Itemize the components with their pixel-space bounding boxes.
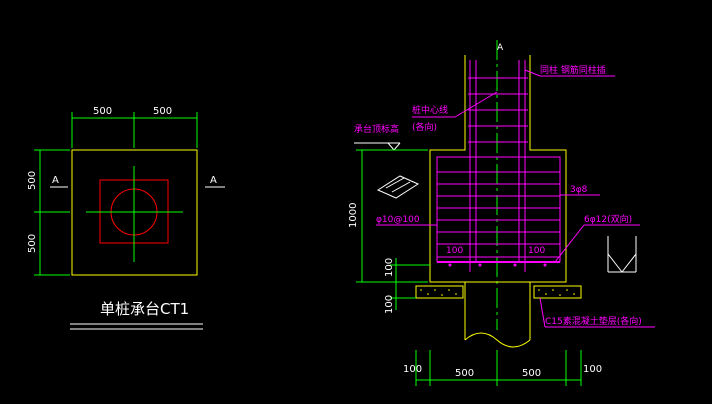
label-bottom-bars: 6φ12(双向) xyxy=(584,213,632,225)
dim-height: 1000 xyxy=(348,203,359,228)
label-cap-top-elev: 承台顶标高 xyxy=(354,123,399,135)
dim-bottom-100-right: 100 xyxy=(583,364,602,375)
plan-dim-top-left: 500 xyxy=(93,106,112,117)
dim-bottom-500-right: 500 xyxy=(522,368,541,379)
label-pile-center: 桩中心线 xyxy=(412,104,448,116)
cushion-hatch xyxy=(415,285,582,299)
dim-bottom-500-left: 500 xyxy=(455,368,474,379)
pile-cap-outline xyxy=(71,149,198,276)
label-stirrup: φ10@100 xyxy=(376,215,420,225)
plan-dim-top-right: 500 xyxy=(153,106,172,117)
section-view: A xyxy=(348,40,655,386)
rebar-detail-symbol xyxy=(607,236,637,273)
plan-dim-side-bottom: 500 xyxy=(27,234,38,253)
column-stirrups xyxy=(468,77,528,143)
dim-embed: 100 xyxy=(384,258,395,277)
cap-cage xyxy=(436,156,561,258)
section-mark-left: A xyxy=(52,175,59,186)
stirrup-symbol xyxy=(376,175,420,199)
plan-title: 单桩承台CT1 xyxy=(100,300,189,318)
section-mark-right: A xyxy=(210,175,217,186)
section-top-marker: A xyxy=(497,43,504,53)
dim-bottom-100-left: 100 xyxy=(403,364,422,375)
cap-outline xyxy=(429,55,567,283)
pile-break-line xyxy=(464,332,531,348)
plan-dim-side-top: 500 xyxy=(27,171,38,190)
label-cover-right: 100 xyxy=(528,246,545,256)
cap-horizontal-bars xyxy=(437,171,560,245)
label-anchor: 3φ8 xyxy=(570,185,588,195)
elevation-symbol xyxy=(387,142,401,151)
plan-view: 500 500 500 500 A A 单桩承台CT1 xyxy=(27,106,225,330)
dim-cushion: 100 xyxy=(384,295,395,314)
label-cover-left: 100 xyxy=(446,246,463,256)
label-cushion: C15素混凝土垫层(各向) xyxy=(545,315,642,327)
label-pile-center-note: (各向) xyxy=(412,121,437,133)
label-column-rebar: 同柱 钢筋同柱插 xyxy=(540,64,606,76)
